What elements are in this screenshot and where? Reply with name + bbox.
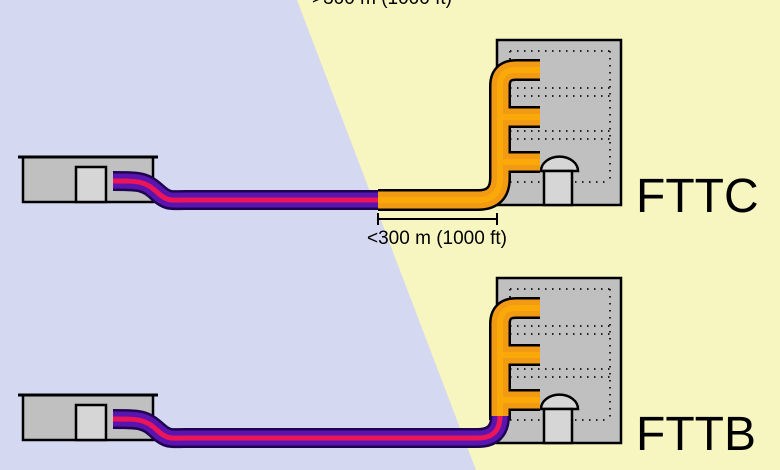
entrance-canopy [539, 393, 580, 411]
fttb-row: FTTB [18, 276, 756, 461]
fttc-distance-label: <300 m (1000 ft) [367, 228, 507, 249]
copper-cable [112, 171, 378, 211]
fttc-row: <300 m (1000 ft) FTTC [18, 38, 759, 249]
entrance-door [542, 407, 574, 445]
fiber-cable [378, 59, 540, 211]
central-office-door [74, 403, 108, 442]
fiber-region-background [297, 0, 780, 470]
copper-cable [112, 409, 510, 449]
central-office-building [18, 155, 158, 204]
entrance-canopy [539, 155, 580, 173]
fttb-label: FTTB [636, 408, 756, 461]
central-office-door [74, 165, 108, 204]
top-distance-label: >300 m (1000 ft) [312, 0, 452, 9]
fttc-label: FTTC [636, 170, 759, 223]
fiber-cable [489, 297, 540, 420]
distance-bracket [377, 213, 498, 225]
entrance-door [542, 169, 574, 207]
